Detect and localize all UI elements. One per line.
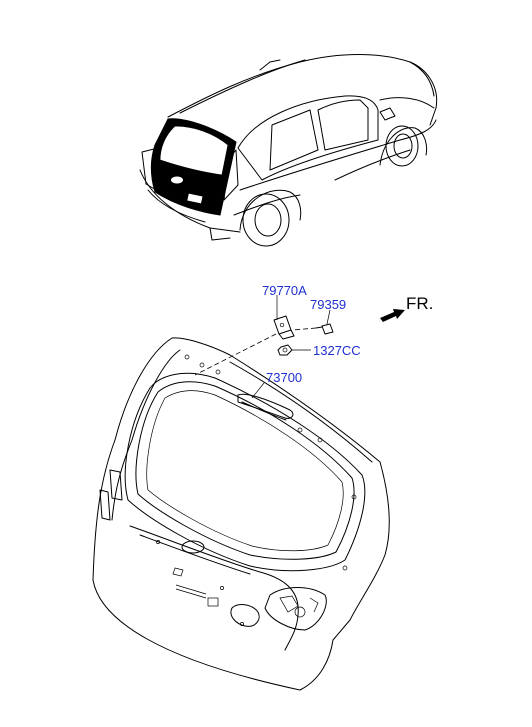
front-direction-label: FR. xyxy=(406,294,433,313)
vehicle-illustration xyxy=(139,54,438,247)
part-label-hinge[interactable]: 79770A xyxy=(262,283,307,298)
front-arrow-icon xyxy=(380,309,405,322)
hinge-assembly xyxy=(194,315,334,376)
leader-lines xyxy=(251,295,331,399)
part-label-bolt[interactable]: 79359 xyxy=(310,297,346,312)
tailgate-panel xyxy=(92,337,390,691)
part-label-tailgate[interactable]: 73700 xyxy=(266,370,302,385)
front-direction-indicator: FR. xyxy=(380,294,433,322)
part-label-nut[interactable]: 1327CC xyxy=(313,343,361,358)
